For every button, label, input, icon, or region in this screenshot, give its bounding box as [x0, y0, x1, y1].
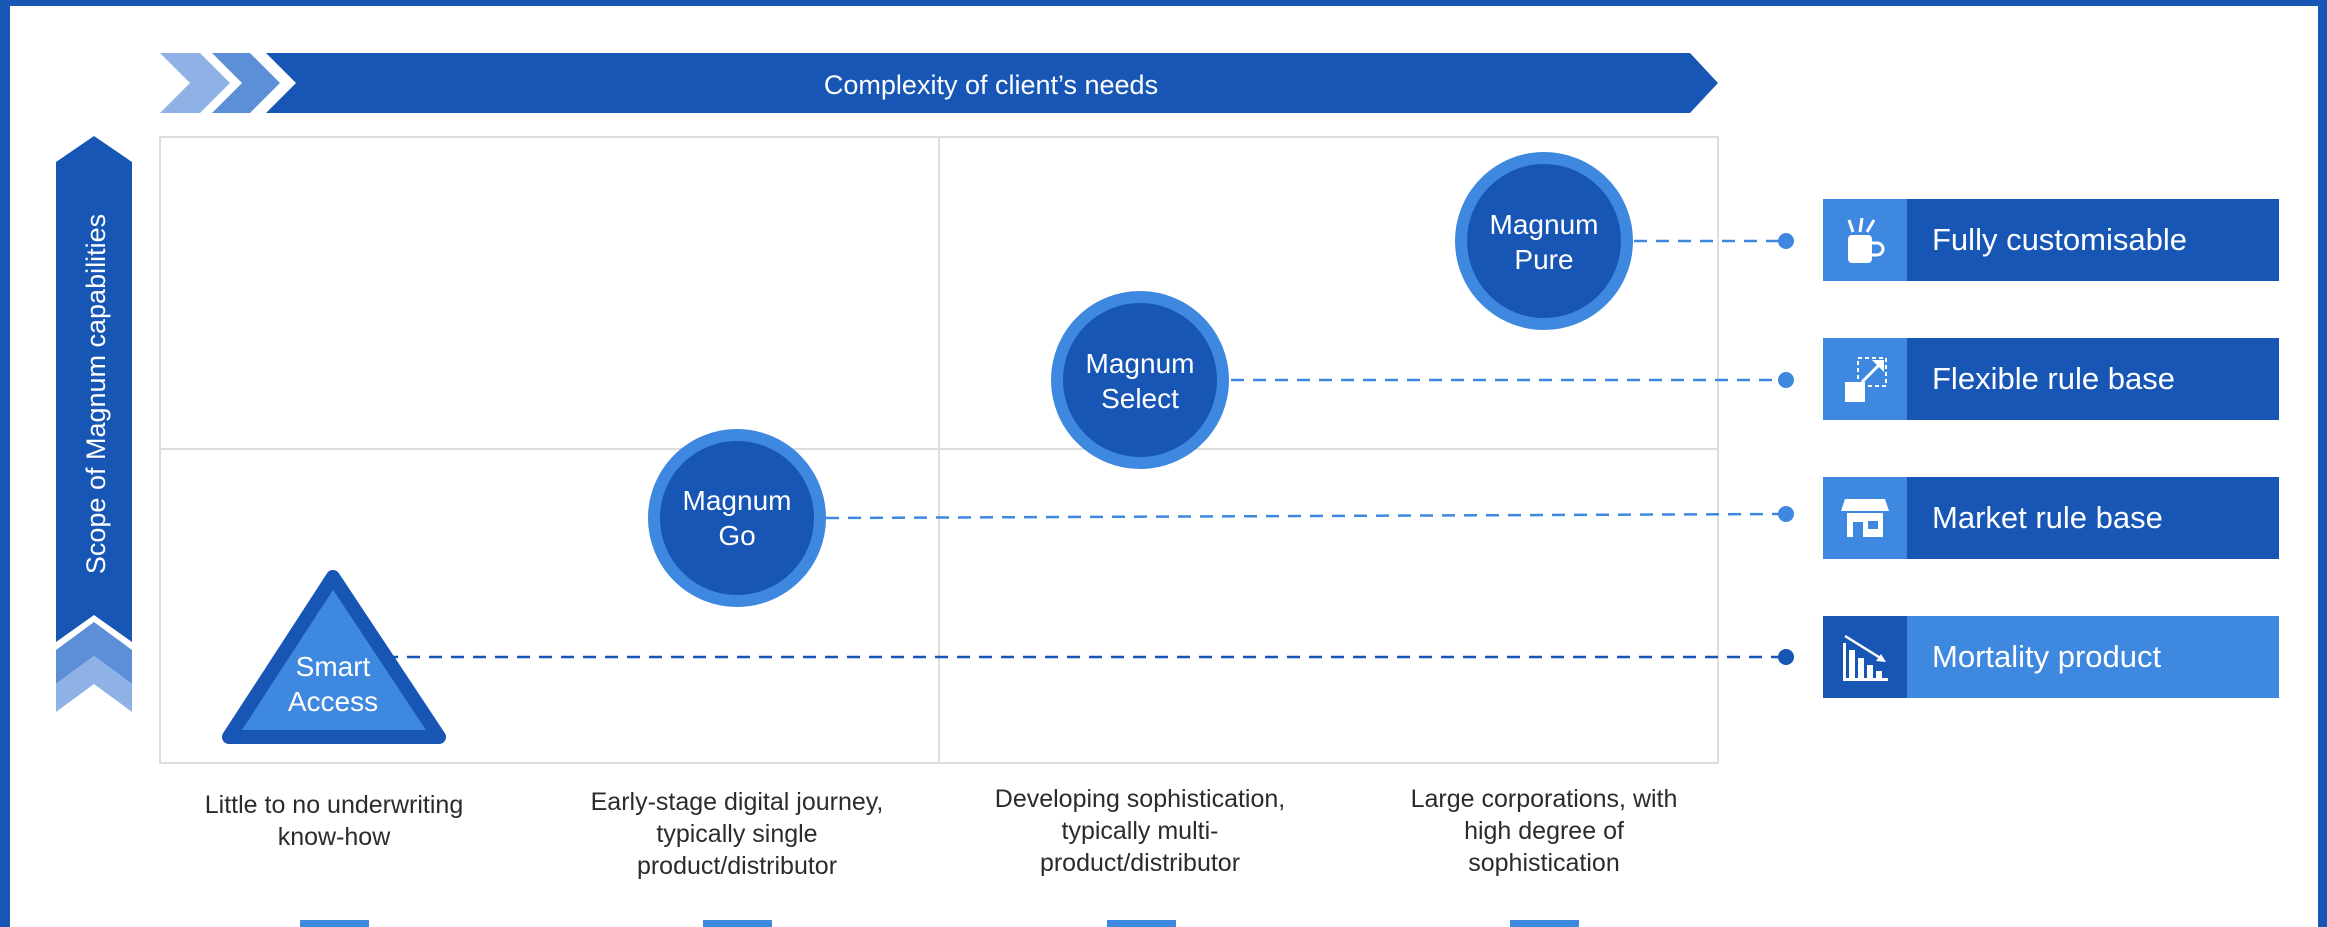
capability-label-mortality-product: Mortality product — [1932, 639, 2162, 674]
declining-chart-icon — [1843, 634, 1888, 681]
segment-description-4: Large corporations, with high degree of … — [1369, 783, 1719, 879]
capability-label-market-rule-base: Market rule base — [1932, 500, 2163, 535]
segment-2-line3: product/distributor — [636, 852, 838, 880]
x-axis-bar — [266, 53, 1718, 113]
y-axis-chevron-1 — [56, 622, 132, 684]
mug-pencils-icon — [1847, 217, 1885, 263]
smart-access-label: Smart Access — [253, 649, 413, 719]
segment-tab-1 — [300, 920, 369, 927]
segment-3-line3: product/distributor — [1039, 849, 1241, 877]
segment-tab-4 — [1510, 920, 1579, 927]
expand-arrow-icon — [1845, 357, 1887, 402]
segment-3-line2: typically multi- — [1061, 817, 1219, 845]
y-axis-chevron-2 — [56, 656, 132, 712]
segment-3-line1: Developing sophistication, — [994, 785, 1286, 813]
magnum-select-label: Magnum Select — [1060, 346, 1220, 416]
segment-1-line2: know-how — [277, 823, 391, 851]
smart-access-triangle — [222, 570, 446, 744]
quadrant-grid — [159, 136, 1719, 764]
x-axis-chevron-2 — [212, 53, 280, 113]
magnum-pure-label-line1: Magnum — [1489, 209, 1599, 240]
x-axis-chevron-1 — [160, 53, 230, 113]
magnum-go-circle — [648, 429, 826, 607]
segment-tab-2 — [703, 920, 772, 927]
magnum-go-label: Magnum Go — [657, 483, 817, 553]
connector-end-go — [1778, 506, 1794, 522]
capability-label-fully-customisable: Fully customisable — [1932, 222, 2187, 257]
segment-4-line3: sophistication — [1468, 849, 1620, 877]
segment-2-line1: Early-stage digital journey, — [590, 788, 884, 816]
segment-description-2: Early-stage digital journey, typically s… — [562, 786, 912, 882]
connector-go — [825, 512, 1786, 520]
segment-description-1: Little to no underwriting know-how — [168, 789, 500, 853]
segment-4-line2: high degree of — [1464, 817, 1624, 845]
y-axis-bar — [56, 136, 132, 642]
x-axis-label: Complexity of client’s needs — [823, 70, 1159, 100]
capability-label-flexible-rule-base: Flexible rule base — [1932, 361, 2175, 396]
magnum-pure-label-line2: Pure — [1514, 244, 1574, 275]
storefront-icon — [1841, 499, 1889, 537]
magnum-select-label-line2: Select — [1101, 383, 1179, 414]
y-axis-label: Scope of Magnum capabilities — [81, 213, 111, 575]
segment-description-3: Developing sophistication, typically mul… — [965, 783, 1315, 879]
connector-end-pure — [1778, 233, 1794, 249]
smart-access-label-line1: Smart — [295, 651, 371, 682]
x-axis-arrow — [160, 53, 1718, 113]
connector-end-select — [1778, 372, 1794, 388]
segment-tab-3 — [1107, 920, 1176, 927]
segment-1-line1: Little to no underwriting — [204, 791, 464, 819]
segment-2-line2: typically single — [656, 820, 818, 848]
capability-card-mortality-product — [1823, 616, 2279, 698]
diagram-panel — [10, 6, 2318, 927]
smart-access-label-line2: Access — [287, 686, 379, 717]
magnum-select-label-line1: Magnum — [1085, 348, 1195, 379]
capability-card-market-rule-base — [1823, 477, 2279, 559]
segment-4-line1: Large corporations, with — [1410, 785, 1678, 813]
magnum-select-circle — [1051, 291, 1229, 469]
magnum-go-label-line1: Magnum — [682, 485, 792, 516]
magnum-pure-circle — [1455, 152, 1633, 330]
y-axis-arrow — [56, 136, 132, 712]
magnum-pure-label: Magnum Pure — [1464, 207, 1624, 277]
magnum-go-label-line2: Go — [718, 520, 756, 551]
connector-end-smart-access — [1778, 649, 1794, 665]
